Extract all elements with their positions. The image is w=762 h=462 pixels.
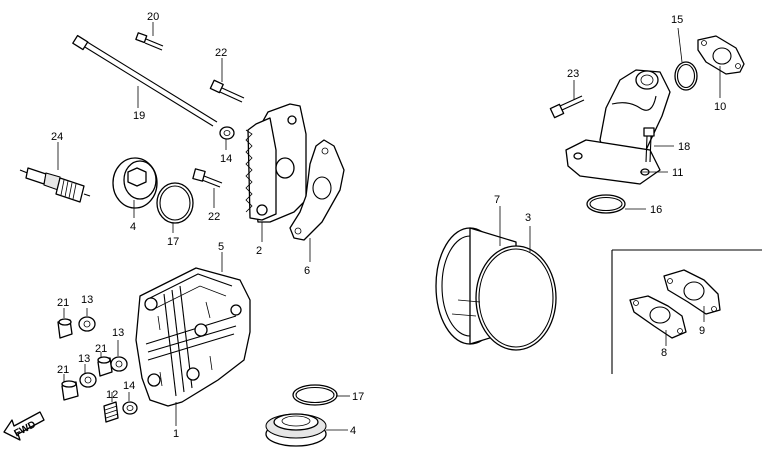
washer-13-right-part [110, 356, 128, 372]
callout-13-right: 13 [112, 327, 124, 339]
callout-4-lower: 4 [350, 425, 356, 437]
callout-19: 19 [133, 110, 145, 122]
intake-pipe-part [565, 69, 671, 185]
callout-24: 24 [51, 131, 63, 143]
gasket-6-part [289, 139, 345, 241]
air-cleaner-part [435, 227, 557, 351]
cap-4-lower-part [265, 413, 327, 447]
callout-14-lower: 14 [123, 380, 135, 392]
callout-5: 5 [218, 241, 224, 253]
callout-22-upper: 22 [215, 47, 227, 59]
callout-11: 11 [672, 167, 683, 179]
o-ring-17-lower-part [292, 384, 338, 406]
callout-9: 9 [699, 325, 705, 337]
cylinder-head-part [135, 267, 251, 407]
o-ring-16-part [586, 194, 626, 214]
cap-nut-21-upper-part [57, 318, 73, 339]
direction-label: FWD [12, 419, 37, 439]
bolt-20-part [135, 32, 164, 51]
callout-20: 20 [147, 11, 159, 23]
cap-4-upper-part [112, 157, 158, 209]
washer-14-upper-part [219, 126, 235, 140]
callout-2: 2 [256, 245, 262, 257]
bolt-22-lower-part [192, 168, 223, 188]
callout-4-upper: 4 [130, 221, 136, 233]
callout-12: 12 [106, 389, 118, 401]
callout-21-upper: 21 [57, 297, 69, 309]
cover-2-part [245, 103, 307, 223]
callout-6-upper: 6 [304, 265, 310, 277]
callout-23: 23 [567, 68, 579, 80]
inset-frame [611, 249, 762, 374]
callout-18: 18 [678, 141, 690, 153]
callout-13-upper: 13 [81, 294, 93, 306]
callout-3: 3 [525, 212, 531, 224]
callout-8: 8 [661, 347, 667, 359]
washer-14-lower-part [122, 401, 138, 415]
callout-13-middle: 13 [78, 353, 90, 365]
bolt-23-part [549, 95, 585, 119]
spark-plug-part [19, 167, 91, 203]
washer-13-upper-part [78, 316, 96, 332]
callout-7: 7 [494, 194, 500, 206]
callout-21-middle: 21 [95, 343, 107, 355]
gasket-10-part [697, 35, 745, 75]
cap-nut-21-middle-part [97, 356, 113, 377]
bolt-22-upper-part [209, 79, 245, 103]
bolt-18-part [643, 127, 655, 163]
callout-17-upper: 17 [167, 236, 179, 248]
o-ring-17-upper-part [156, 182, 194, 224]
gasket-8-part [629, 295, 687, 339]
callout-1: 1 [173, 428, 179, 440]
callout-15: 15 [671, 14, 683, 26]
callout-14-upper: 14 [220, 153, 232, 165]
callout-16: 16 [650, 204, 662, 216]
washer-13-middle-part [79, 372, 97, 388]
o-ring-15-part [674, 61, 698, 91]
cap-nut-21-lower-part [61, 380, 79, 401]
callout-10: 10 [714, 101, 726, 113]
long-bolt-part [72, 34, 218, 127]
stud-12-part [103, 401, 119, 423]
callout-22-lower: 22 [208, 211, 220, 223]
gasket-9-part [663, 269, 721, 315]
fwd-arrow-icon [3, 411, 45, 441]
callout-21-lower: 21 [57, 364, 69, 376]
callout-17-lower: 17 [352, 391, 364, 403]
